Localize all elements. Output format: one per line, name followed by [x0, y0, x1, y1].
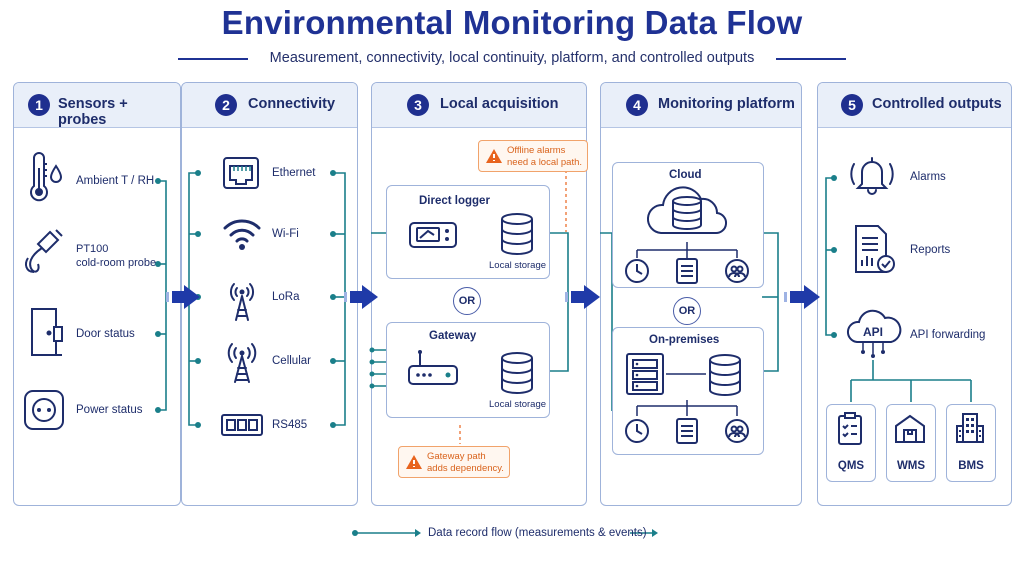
door-icon — [31, 308, 63, 356]
connectivity-label: LoRa — [272, 291, 300, 303]
panel-title: Controlled outputs — [872, 96, 1002, 112]
storage-label: Local storage — [489, 399, 547, 410]
panel-title: Monitoring platform — [658, 96, 795, 112]
page-title: Environmental Monitoring Data Flow — [221, 4, 803, 41]
clock-icon — [625, 259, 649, 283]
server-rack-icon — [626, 353, 664, 395]
step-number: 2 — [215, 94, 237, 116]
onprem-title: On-premises — [649, 334, 720, 346]
output-label: Reports — [910, 244, 951, 256]
building-icon — [956, 413, 984, 443]
subtitle-rule-left — [178, 58, 248, 60]
panel-title: Sensors + probes — [58, 96, 128, 128]
gateway-router-icon — [408, 350, 458, 385]
wifi-icon — [223, 219, 261, 250]
connectivity-label: Wi-Fi — [272, 228, 299, 240]
panel-title: Connectivity — [248, 96, 336, 112]
or-badge: OR — [453, 287, 481, 315]
connectivity-label: Cellular — [272, 355, 311, 367]
users-icon — [725, 259, 749, 283]
panel-header: 5 Controlled outputs — [818, 83, 1011, 128]
system-label: QMS — [837, 460, 865, 472]
direct-logger-box: Direct logger Local storage — [386, 185, 550, 279]
cell-tower-icon — [227, 343, 257, 383]
step-number: 4 — [626, 94, 648, 116]
sensor-label: Power status — [76, 404, 143, 416]
stage-arrow-4 — [790, 285, 820, 309]
rs485-connector-icon — [221, 414, 263, 436]
warning-icon — [406, 455, 422, 469]
subtitle-rule-right — [776, 58, 846, 60]
step-number: 1 — [28, 94, 50, 116]
sensor-label: Ambient T / RH — [76, 175, 155, 187]
antenna-icon — [230, 283, 254, 321]
sensor-label: PT100 cold-room probe — [76, 243, 157, 269]
connectivity-label: Ethernet — [272, 167, 316, 179]
system-label: BMS — [958, 460, 984, 472]
direct-logger-title: Direct logger — [419, 195, 490, 207]
log-list-icon — [676, 258, 698, 284]
cloud-tree-lines — [636, 242, 738, 258]
power-socket-icon — [24, 390, 64, 430]
sensor-label: Door status — [76, 328, 135, 340]
users-icon — [725, 419, 749, 443]
warehouse-icon — [895, 414, 925, 443]
panel-header: 4 Monitoring platform — [601, 83, 801, 128]
data-logger-icon — [409, 222, 457, 248]
onprem-tree-lines — [636, 400, 738, 416]
thermometer-humidity-icon — [30, 152, 63, 202]
system-label: WMS — [896, 460, 926, 472]
ethernet-port-icon — [223, 157, 259, 189]
gateway-title: Gateway — [429, 330, 477, 342]
server-db-link — [666, 373, 706, 375]
log-list-icon — [676, 418, 698, 444]
panel-header: 1 Sensors + probes — [14, 83, 180, 128]
clock-icon — [625, 419, 649, 443]
step-number: 5 — [841, 94, 863, 116]
page-subtitle: Measurement, connectivity, local continu… — [269, 50, 755, 66]
storage-label: Local storage — [489, 260, 547, 271]
report-icon — [855, 225, 895, 273]
stage-arrow-1 — [172, 285, 200, 309]
api-cloud-icon: API — [847, 309, 902, 358]
database-icon — [501, 213, 533, 255]
database-icon — [709, 354, 741, 396]
warning-icon — [486, 149, 502, 163]
step-number: 3 — [407, 94, 429, 116]
cloud-database-icon — [646, 186, 727, 235]
cloud-title: Cloud — [669, 169, 702, 181]
legend-label: Data record flow (measurements & events) — [428, 527, 647, 539]
or-badge: OR — [673, 297, 701, 325]
output-label: Alarms — [910, 171, 946, 183]
connectivity-label: RS485 — [272, 419, 308, 431]
panel-header: 2 Connectivity — [182, 83, 357, 128]
stage-arrow-3 — [571, 285, 600, 309]
svg-text:API: API — [863, 325, 883, 339]
bell-icon — [850, 157, 894, 195]
output-label: API forwarding — [910, 329, 986, 341]
database-icon — [501, 352, 533, 394]
checklist-icon — [838, 412, 862, 445]
probe-icon — [25, 229, 63, 273]
panel-title: Local acquisition — [440, 96, 559, 112]
panel-header: 3 Local acquisition — [372, 83, 586, 128]
stage-arrow-2 — [350, 285, 378, 309]
